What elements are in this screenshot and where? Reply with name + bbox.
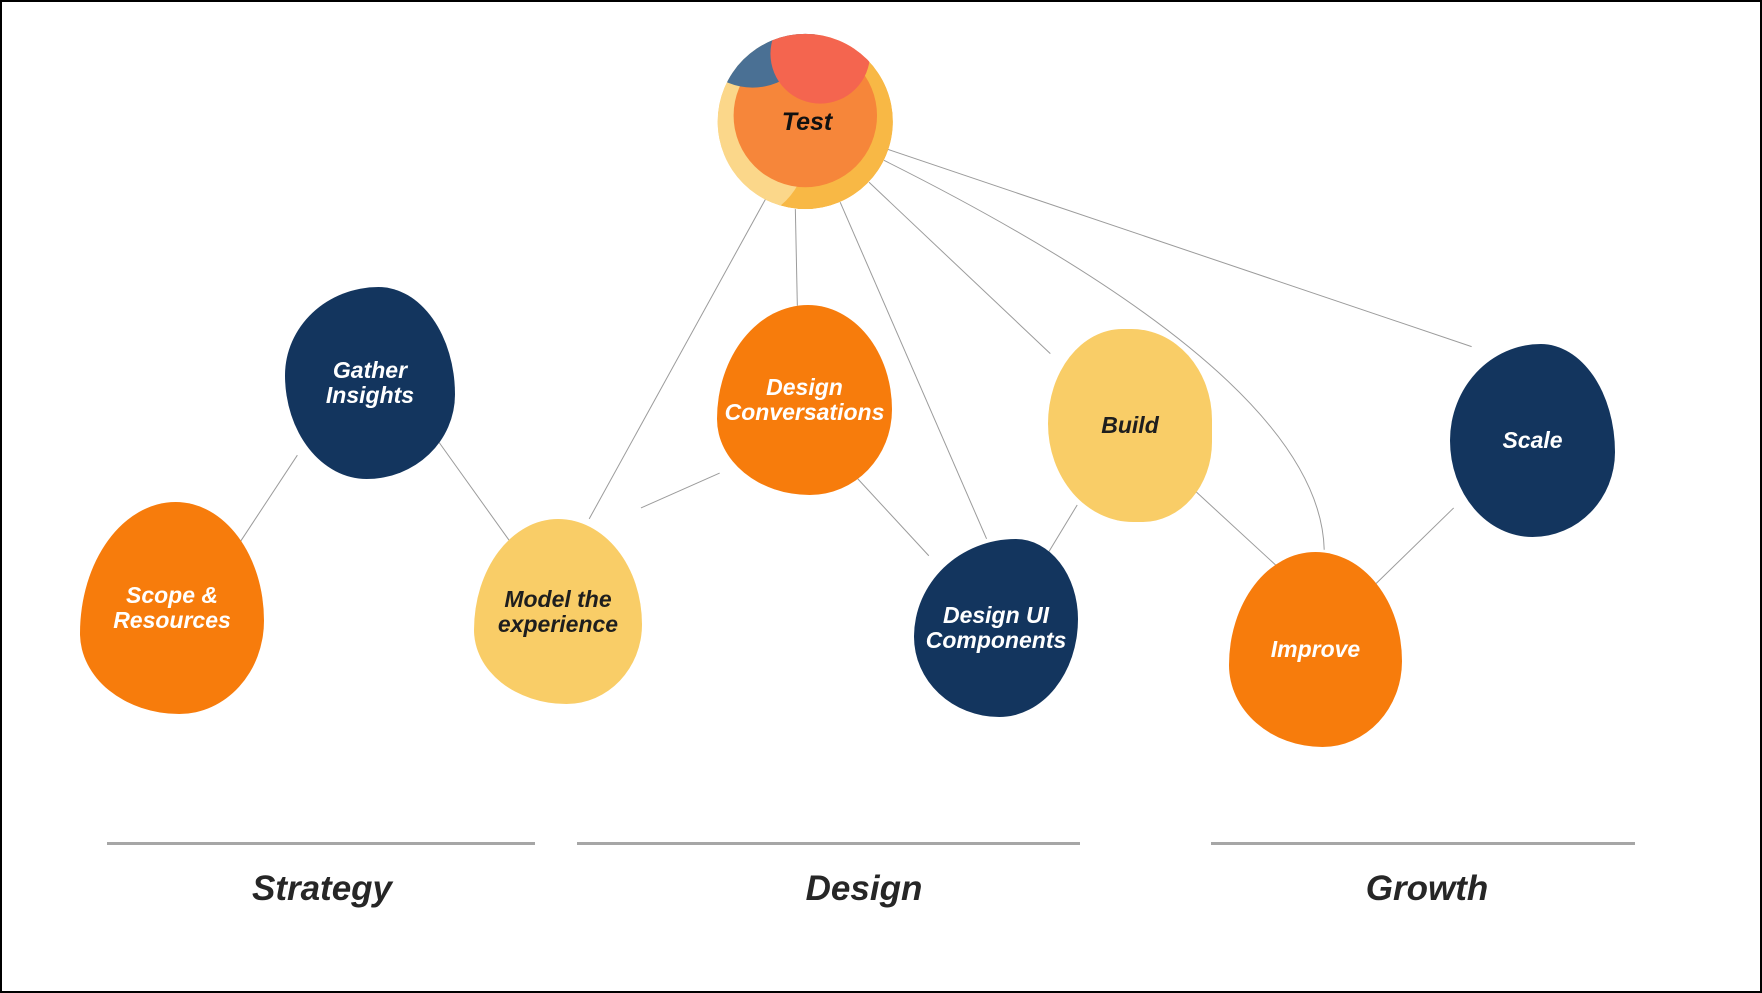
node-test-label: Test (781, 107, 833, 136)
node-design-conversations: Design Conversations (717, 305, 892, 495)
node-gather-insights-label: Gather Insights (325, 357, 415, 408)
section-label-strategy: Strategy (251, 869, 393, 908)
node-design-ui-components-label: Design UI Components (925, 602, 1067, 653)
edge-scope-gather (239, 454, 298, 544)
sphere-coral-layer (770, 33, 871, 104)
section-label-growth: Growth (1365, 869, 1489, 908)
connector-lines (239, 148, 1472, 585)
edge-convo-designui (844, 464, 930, 557)
node-model-experience-label: Model the experience (497, 585, 619, 637)
node-scale-label: Scale (1502, 427, 1563, 453)
node-scope-resources-label: Scope & Resources (113, 582, 231, 633)
design-divider-line (577, 842, 1080, 845)
edge-model-convo (640, 472, 720, 509)
strategy-divider-line (107, 842, 535, 845)
node-test: Test (719, 34, 895, 210)
node-design-conversations-label: Design Conversations (724, 374, 885, 425)
edge-test-improve (883, 159, 1325, 550)
node-scope-resources: Scope & Resources (80, 502, 264, 714)
node-build: Build (1048, 329, 1212, 522)
edge-test-convo (794, 209, 798, 306)
section-label-design: Design (805, 869, 923, 908)
node-design-ui-components: Design UI Components (914, 539, 1078, 717)
growth-divider-line (1211, 842, 1635, 845)
edge-test-scale (887, 148, 1472, 348)
edge-gather-model (431, 431, 510, 542)
edge-test-model (588, 198, 766, 520)
node-model-experience: Model the experience (474, 519, 642, 704)
edge-test-build (868, 181, 1051, 354)
node-gather-insights: Gather Insights (285, 287, 455, 479)
test-sphere (717, 33, 893, 210)
node-improve: Improve (1229, 552, 1402, 747)
node-build-label: Build (1101, 412, 1159, 438)
edge-improve-scale (1375, 507, 1455, 585)
edge-build-improve (1188, 484, 1277, 567)
node-scale: Scale (1450, 344, 1615, 537)
edge-test-designui (839, 201, 988, 540)
node-improve-label: Improve (1270, 636, 1361, 662)
